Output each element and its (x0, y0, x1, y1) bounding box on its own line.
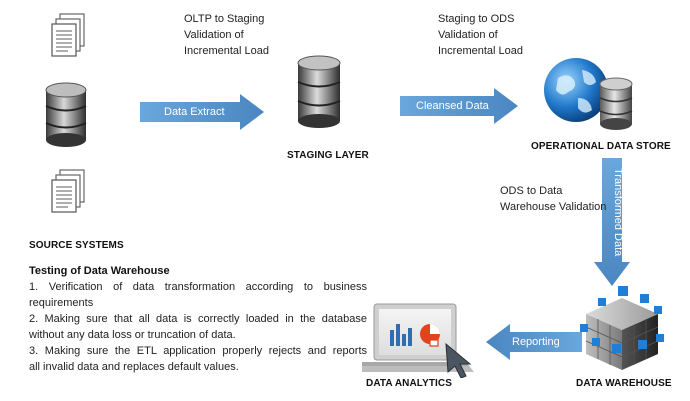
source-database-icon (45, 82, 87, 147)
staging-database-icon (297, 55, 341, 128)
data-warehouse-cube-icon (580, 286, 664, 370)
testing-line: 3. Making sure the ETL application prope… (29, 345, 367, 357)
cleansed-data-arrow (400, 88, 518, 124)
ods-label: OPERATIONAL DATA STORE (531, 141, 671, 152)
testing-title: Testing of Data Warehouse (29, 265, 170, 277)
testing-description: Testing of Data Warehouse 1. Verificatio… (29, 263, 367, 375)
testing-line: without any data loss or truncation of d… (29, 329, 236, 341)
data-analytics-laptop-icon (362, 303, 474, 378)
transformed-data-label: Transformed Data (612, 168, 624, 257)
reporting-arrow (486, 324, 582, 360)
data-extract-label: Data Extract (164, 106, 225, 118)
staging-to-ods-note: Staging to ODS Validation of Incremental… (438, 13, 523, 57)
cleansed-data-label: Cleansed Data (416, 100, 489, 112)
ods-to-dw-note: ODS to Data Warehouse Validation (500, 185, 607, 213)
data-warehouse-label: DATA WAREHOUSE (576, 378, 672, 389)
source-document-icon-bottom (51, 169, 85, 213)
source-systems-label: SOURCE SYSTEMS (29, 240, 124, 251)
testing-line: requirements (29, 297, 94, 309)
data-analytics-label: DATA ANALYTICS (366, 378, 453, 389)
testing-line: 2. Making sure that all data is correctl… (29, 313, 367, 325)
ods-globe-database-icon (544, 58, 633, 130)
testing-line: 1. Verification of data transformation a… (29, 281, 367, 293)
oltp-note: OLTP to Staging Validation of Incrementa… (184, 13, 269, 57)
staging-layer-label: STAGING LAYER (287, 150, 369, 161)
transformed-data-arrow (594, 158, 630, 286)
testing-line: all invalid data and replaces default va… (29, 361, 239, 373)
reporting-label: Reporting (512, 336, 560, 348)
data-extract-arrow (140, 94, 264, 130)
source-document-icon-top (51, 13, 85, 57)
